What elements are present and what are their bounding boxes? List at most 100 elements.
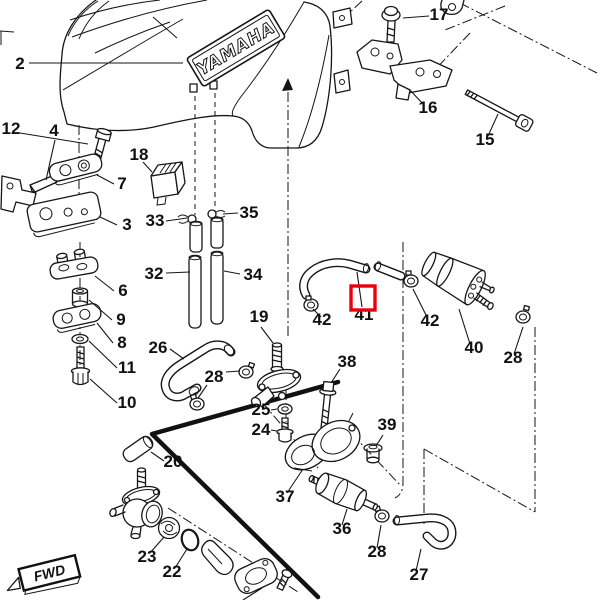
callout-15[interactable]: 15 [476,130,495,149]
callout-17[interactable]: 17 [430,5,449,24]
pipe-mouth [210,216,224,223]
plate-hole [59,164,72,177]
pipe-mouth [188,254,202,261]
callout-2[interactable]: 2 [15,54,24,73]
tank-creases [0,0,330,148]
cock-ring-bore [145,504,161,524]
callout-26[interactable]: 26 [149,338,168,357]
part-hose-27 [392,513,457,550]
part-screw-12 [92,127,112,164]
part-pipe-32 [188,220,203,329]
logo-outer-frame [186,9,286,87]
bolt-shaft [76,346,85,370]
clamp-bore [242,368,250,376]
fwd-tag: FWD [6,553,82,596]
filter-outlet-tip [372,503,378,511]
frame-tube-line [149,379,341,600]
callout-35[interactable]: 35 [240,203,259,222]
grommet-bore [368,444,378,450]
tab-hole [448,3,456,11]
bolt-shaft [281,417,289,432]
callout-8[interactable]: 8 [117,333,126,352]
plate-hole [243,586,250,593]
clamp-band [403,274,419,288]
callout-25[interactable]: 25 [252,400,271,419]
pump-port [470,283,477,290]
callout-20[interactable]: 20 [164,452,183,471]
callout-12[interactable]: 12 [2,119,21,138]
washer-outer [277,403,293,415]
block-hole [58,264,70,272]
plate-hole [77,159,90,172]
washer-hole [281,406,289,412]
callout-36[interactable]: 36 [333,519,352,538]
callout-4[interactable]: 4 [49,121,59,140]
pipe-mouth [210,250,224,257]
pump-step [436,257,454,287]
callout-24[interactable]: 24 [252,420,271,439]
fwd-arrow-icon [6,576,21,592]
part-plate-8 [52,303,102,333]
callout-37[interactable]: 37 [276,487,295,506]
tank-side-tabs [332,0,465,94]
clamp-screw [247,361,256,369]
filter-inlet [309,475,321,486]
part-petcock-23-assembly [109,467,163,540]
washer-hole [76,336,84,342]
callout-18[interactable]: 18 [130,145,149,164]
plate-edge [54,173,99,186]
callout-28a[interactable]: 28 [205,367,224,386]
flange-hole [258,383,266,391]
callout-39[interactable]: 39 [378,415,397,434]
callout-27[interactable]: 27 [410,565,429,584]
bracket-edge [33,222,96,238]
fwd-label: FWD [32,561,67,584]
stem [136,470,147,491]
highlight-box [349,284,377,312]
callout-22[interactable]: 22 [163,562,182,581]
callout-9[interactable]: 9 [116,310,125,329]
callout-19[interactable]: 19 [250,307,269,326]
callout-7[interactable]: 7 [117,174,126,193]
part-joint-37 [284,412,361,472]
callout-16[interactable]: 16 [419,98,438,117]
callout-34[interactable]: 34 [244,265,263,284]
pump-nipple [473,292,493,309]
callout-42a[interactable]: 42 [313,310,332,329]
pump-nipple-tip [487,302,494,311]
clamp-bore [193,400,201,408]
callout-33[interactable]: 33 [146,211,165,230]
callout-10[interactable]: 10 [118,393,137,412]
callout-41[interactable]: 41 [355,305,374,324]
pump-port [476,276,483,283]
part-clamp-42a [303,295,319,312]
part-lever-plate [234,557,278,595]
leader-lines [19,15,524,600]
hose-end [223,344,235,356]
callout-38[interactable]: 38 [338,352,357,371]
callout-40[interactable]: 40 [465,338,484,357]
relay-ribs [156,162,177,206]
callout-32[interactable]: 32 [145,264,164,283]
bolt-head [278,432,292,443]
part-bolt-24 [276,417,294,443]
fwd-tag-box [17,553,82,592]
callout-3[interactable]: 3 [122,215,131,234]
bracket-hole [370,47,380,57]
bracket-plate-lower [389,59,453,94]
pipe-lower [188,255,202,329]
part-pipe-34 [210,216,224,325]
callout-6[interactable]: 6 [118,281,127,300]
knob-body [201,539,234,576]
outlet-tip [109,507,117,518]
part-bolt-10 [70,346,91,386]
callout-28b[interactable]: 28 [504,348,523,367]
pipe-mouth [189,220,203,227]
callout-11[interactable]: 11 [118,358,136,377]
callout-28c[interactable]: 28 [368,542,387,561]
callout-23[interactable]: 23 [138,547,157,566]
part-clip-35 [207,209,226,219]
callout-42b[interactable]: 42 [421,311,440,330]
clip-ring [207,209,217,219]
